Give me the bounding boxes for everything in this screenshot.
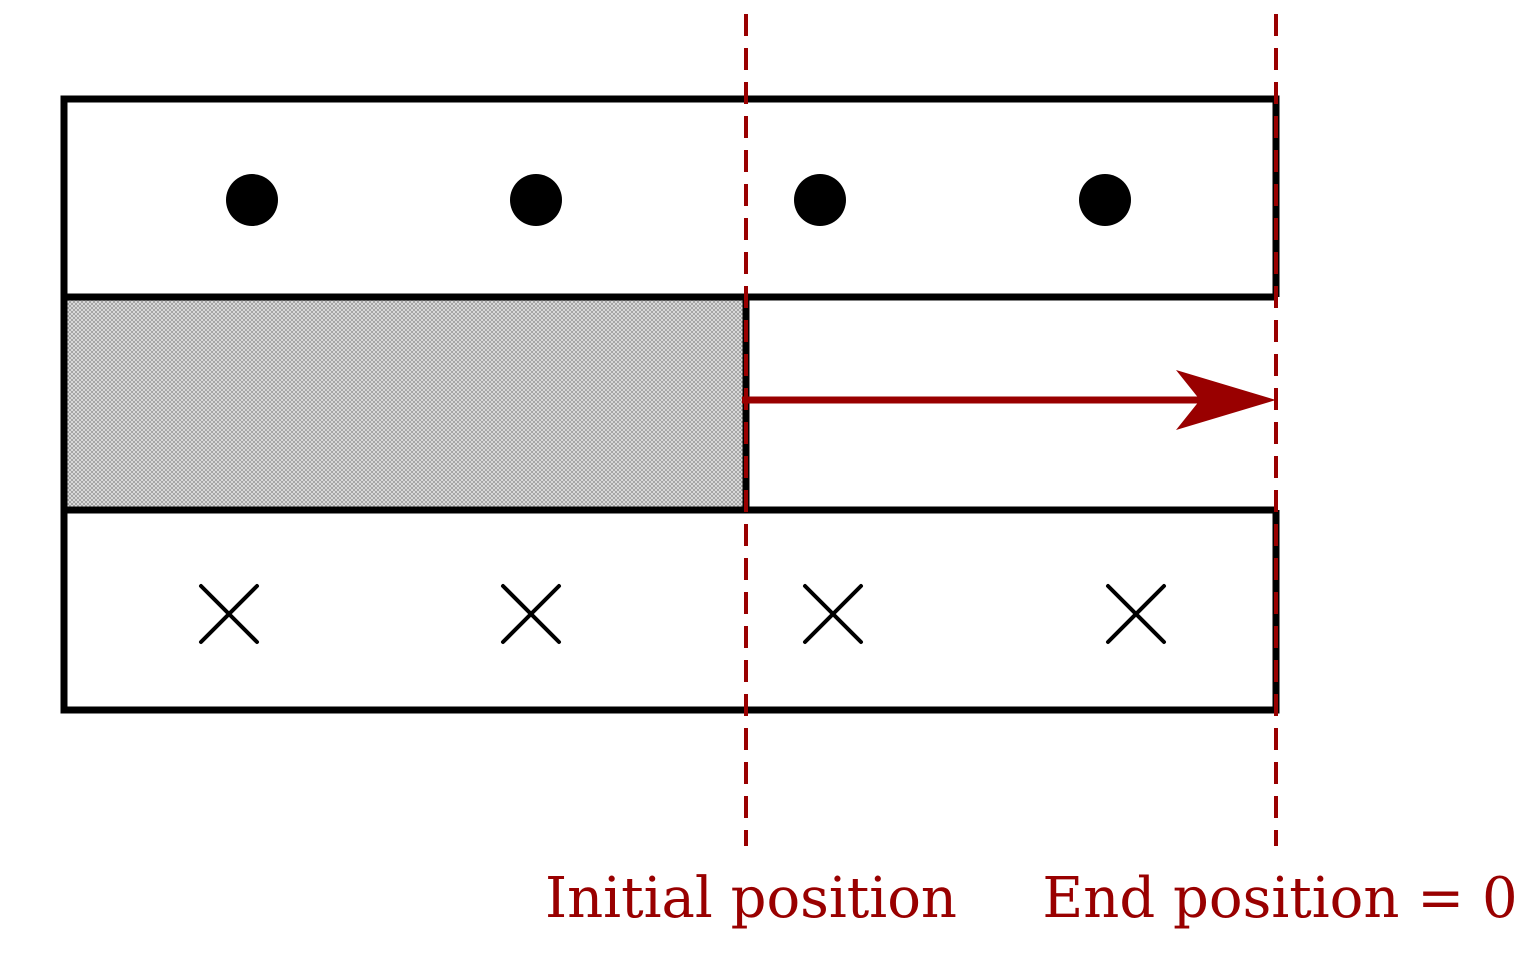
circle-marker: [226, 174, 278, 226]
cross-marker: [199, 584, 259, 644]
circle-marker: [510, 174, 562, 226]
cross-marker: [501, 584, 561, 644]
cross-marker: [803, 584, 863, 644]
motion-arrow: [742, 370, 1276, 430]
circle-marker: [794, 174, 846, 226]
end-position-label: End position = 0: [1042, 866, 1517, 931]
circle-markers: [226, 174, 1131, 226]
hatched-region: [64, 297, 746, 510]
initial-position-label: Initial position: [545, 866, 957, 931]
cross-markers: [199, 584, 1166, 644]
cross-marker: [1106, 584, 1166, 644]
bottom-rail: [60, 506, 1280, 714]
circle-marker: [1079, 174, 1131, 226]
